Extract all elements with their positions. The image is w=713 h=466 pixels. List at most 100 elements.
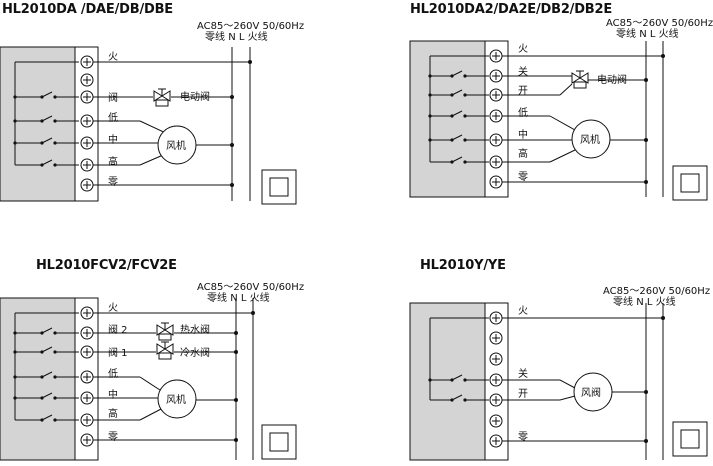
terminal-label: 高 bbox=[518, 147, 528, 160]
diagram-1-supply: AC85～260V 50/60Hz 零线 N L 火线 bbox=[197, 21, 304, 43]
terminal-label: 阀 bbox=[108, 91, 118, 104]
terminal bbox=[80, 433, 94, 447]
diagram-2: 电动阀 风机 火 关 开 低 中 高 零 bbox=[409, 40, 708, 201]
terminal-label: 火 bbox=[518, 305, 528, 317]
fan-icon bbox=[571, 119, 611, 159]
valve-icon bbox=[571, 70, 589, 89]
live-label: 火线 bbox=[247, 32, 268, 43]
diagram-3-supply: AC85～260V 50/60Hz 零线 N L 火线 bbox=[197, 282, 304, 304]
n-label: N bbox=[228, 32, 236, 43]
n-label: N bbox=[639, 29, 647, 40]
wall-box-icon bbox=[672, 421, 708, 457]
cold-valve-icon bbox=[156, 341, 174, 360]
terminal bbox=[80, 306, 94, 320]
fan-icon bbox=[157, 379, 197, 419]
neutral-label: 零线 bbox=[613, 297, 633, 308]
fan-icon bbox=[157, 125, 197, 165]
damper-icon bbox=[573, 372, 613, 412]
terminal bbox=[80, 178, 94, 192]
supply-lines: 零线 N L 火线 bbox=[197, 293, 304, 304]
diagram-2-title: HL2010DA2/DA2E/DB2/DB2E bbox=[410, 2, 613, 17]
live-label: 火线 bbox=[658, 29, 679, 40]
diagram-3: 热水阀 冷水阀 风机 火 阀 2 阀 1 低 中 高 零 bbox=[0, 297, 297, 461]
terminal-label: 零 bbox=[518, 171, 528, 183]
terminal bbox=[80, 114, 94, 128]
l-label: L bbox=[238, 32, 245, 43]
valve-label: 电动阀 bbox=[180, 90, 210, 103]
terminal bbox=[489, 88, 503, 102]
supply-spec: AC85～260V 50/60Hz bbox=[603, 286, 711, 297]
terminal-label: 高 bbox=[108, 155, 118, 168]
terminal bbox=[489, 352, 503, 366]
terminal bbox=[80, 158, 94, 172]
neutral-label: 零线 bbox=[205, 32, 225, 43]
supply-spec: AC85～260V 50/60Hz bbox=[197, 282, 305, 293]
supply-lines: 零线 N L 火线 bbox=[197, 32, 304, 43]
neutral-label: 零线 bbox=[207, 293, 227, 304]
terminal-label: 零 bbox=[518, 431, 528, 443]
terminal bbox=[80, 55, 94, 69]
terminal bbox=[80, 370, 94, 384]
diagram-2-supply: AC85～260V 50/60Hz 零线 N L 火线 bbox=[606, 18, 713, 40]
terminal bbox=[80, 413, 94, 427]
live-label: 火线 bbox=[655, 297, 676, 308]
terminal-label: 中 bbox=[108, 388, 118, 401]
fan-label: 风机 bbox=[166, 393, 186, 406]
terminal bbox=[80, 136, 94, 150]
diagram-4: 风阀 火 关 开 零 bbox=[409, 302, 708, 461]
wall-box-icon bbox=[261, 169, 297, 205]
terminal bbox=[80, 391, 94, 405]
damper-label: 风阀 bbox=[581, 386, 601, 399]
valve-icon bbox=[153, 88, 171, 107]
diagram-4-supply: AC85～260V 50/60Hz 零线 N L 火线 bbox=[603, 286, 710, 308]
terminal bbox=[489, 175, 503, 189]
diagram-1: 电动阀 风机 火 阀 低 中 高 零 bbox=[0, 46, 297, 205]
supply-lines: 零线 N L 火线 bbox=[603, 297, 710, 308]
terminal bbox=[489, 393, 503, 407]
terminal-label: 阀 2 bbox=[108, 323, 128, 336]
terminal bbox=[80, 90, 94, 104]
terminal-label: 火 bbox=[108, 302, 118, 314]
terminal-label: 关 bbox=[518, 65, 528, 78]
hot-valve-icon bbox=[156, 322, 174, 341]
terminal-label: 零 bbox=[108, 176, 118, 188]
terminal bbox=[489, 331, 503, 345]
terminal-label: 阀 1 bbox=[108, 346, 128, 359]
wall-box-icon bbox=[672, 165, 708, 201]
diagram-4-title: HL2010Y/YE bbox=[420, 258, 506, 273]
terminal bbox=[489, 49, 503, 63]
terminal bbox=[489, 311, 503, 325]
terminal-label: 火 bbox=[108, 51, 118, 63]
fan-label: 风机 bbox=[580, 133, 600, 146]
terminal-label: 低 bbox=[108, 111, 118, 124]
terminal-label: 低 bbox=[108, 367, 118, 380]
l-label: L bbox=[240, 293, 247, 304]
supply-lines: 零线 N L 火线 bbox=[606, 29, 713, 40]
terminal bbox=[80, 345, 94, 359]
terminal-label: 中 bbox=[518, 128, 528, 141]
hot-valve-label: 热水阀 bbox=[180, 323, 210, 336]
terminal bbox=[489, 69, 503, 83]
supply-spec: AC85～260V 50/60Hz bbox=[197, 21, 305, 32]
terminal-label: 高 bbox=[108, 407, 118, 420]
n-label: N bbox=[636, 297, 644, 308]
terminal bbox=[80, 73, 94, 87]
cold-valve-label: 冷水阀 bbox=[180, 346, 210, 359]
terminal bbox=[489, 414, 503, 428]
terminal-label: 火 bbox=[518, 43, 528, 55]
terminal bbox=[489, 133, 503, 147]
terminal-label: 开 bbox=[518, 86, 528, 97]
terminal bbox=[489, 373, 503, 387]
terminal bbox=[489, 434, 503, 448]
wall-box-icon bbox=[261, 424, 297, 460]
terminal bbox=[80, 326, 94, 340]
supply-spec: AC85～260V 50/60Hz bbox=[606, 18, 713, 29]
terminal-label: 低 bbox=[518, 106, 528, 119]
l-label: L bbox=[649, 29, 656, 40]
terminal-label: 关 bbox=[518, 367, 528, 380]
n-label: N bbox=[230, 293, 238, 304]
neutral-label: 零线 bbox=[616, 29, 636, 40]
live-label: 火线 bbox=[249, 293, 270, 304]
fan-label: 风机 bbox=[166, 139, 186, 152]
